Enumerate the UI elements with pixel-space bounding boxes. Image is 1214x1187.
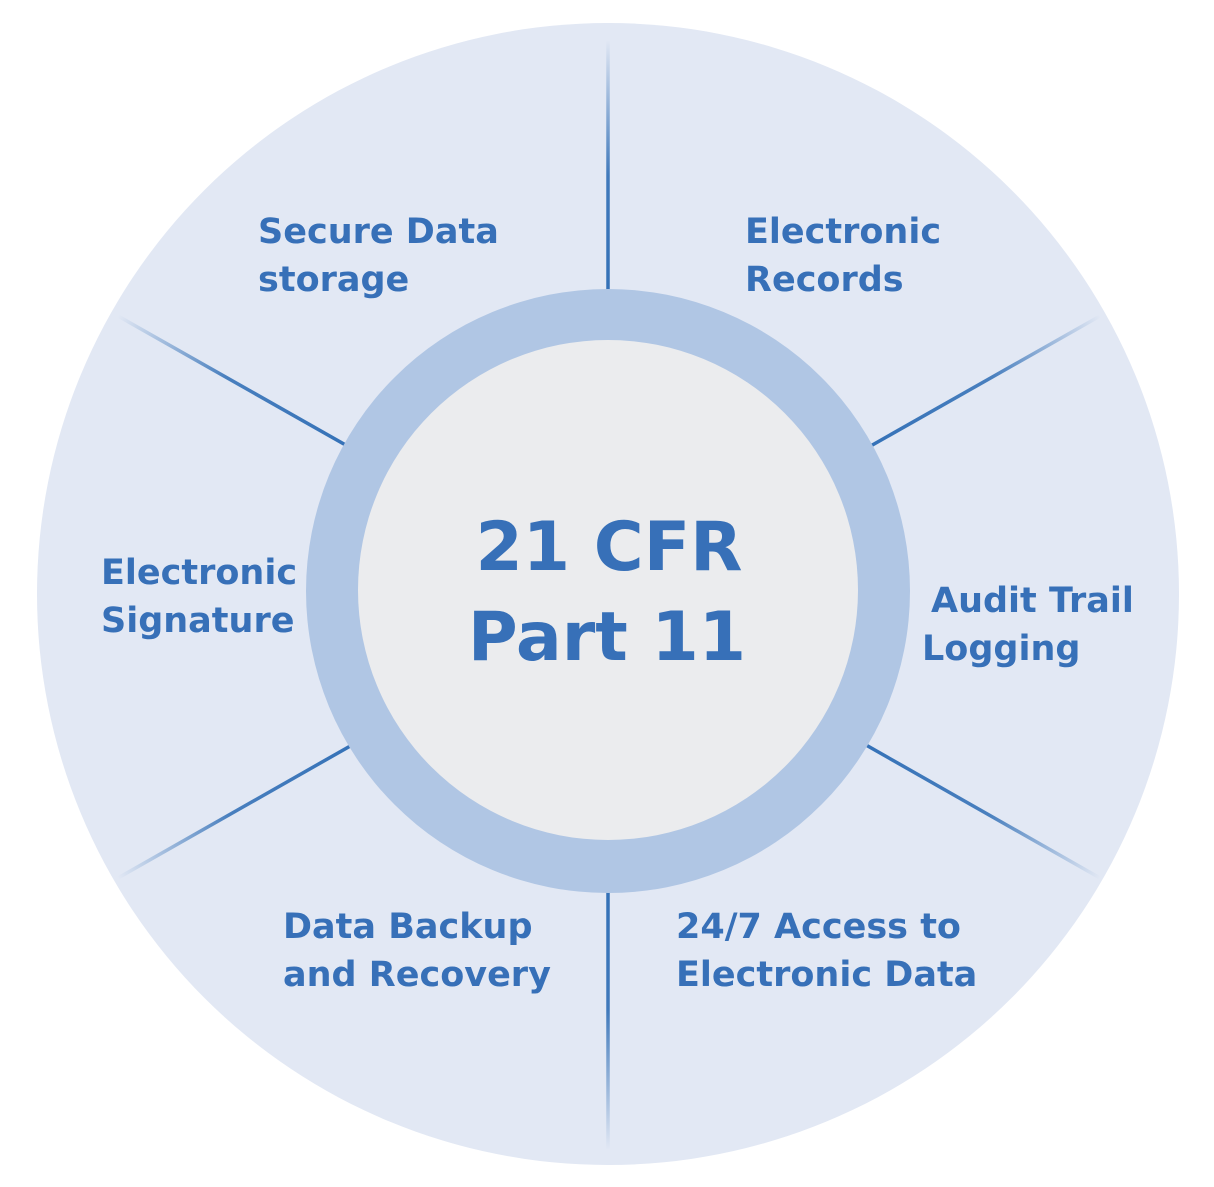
segment-label-line1: 24/7 Access to	[676, 907, 961, 947]
segment-label-line2: Records	[745, 260, 904, 300]
segment-label-electronic-records: Electronic Records	[745, 212, 941, 300]
center-title-line2: Part 11	[468, 598, 746, 677]
segment-label-line1: Data Backup	[283, 907, 533, 947]
segment-dividers	[117, 40, 1101, 1150]
segment-label-line1: Electronic	[101, 553, 297, 593]
segment-label-electronic-signature: Electronic Signature	[101, 553, 297, 641]
center-title: 21 CFR Part 11	[468, 508, 746, 677]
divider-upper-right	[829, 314, 1101, 471]
core-circle	[358, 340, 858, 840]
divider-upper-left	[117, 314, 389, 471]
divider-lower-right	[821, 718, 1101, 880]
segment-label-line2: and Recovery	[283, 955, 551, 995]
segment-label-line1: Secure Data	[258, 212, 499, 252]
segment-label-line2: storage	[258, 260, 409, 300]
segment-label-data-backup: Data Backup and Recovery	[283, 907, 551, 995]
segment-label-line2: Signature	[101, 601, 294, 641]
segment-label-audit-trail-logging: Audit Trail Logging	[922, 581, 1134, 669]
segment-label-line1: Audit Trail	[931, 581, 1134, 621]
segment-label-line1: Electronic	[745, 212, 941, 252]
segment-label-line2: Logging	[922, 629, 1080, 669]
segment-label-line2: Electronic Data	[676, 955, 977, 995]
segment-label-secure-data-storage: Secure Data storage	[258, 212, 499, 300]
segment-label-24-7-access: 24/7 Access to Electronic Data	[676, 907, 977, 995]
center-title-line1: 21 CFR	[475, 508, 742, 587]
